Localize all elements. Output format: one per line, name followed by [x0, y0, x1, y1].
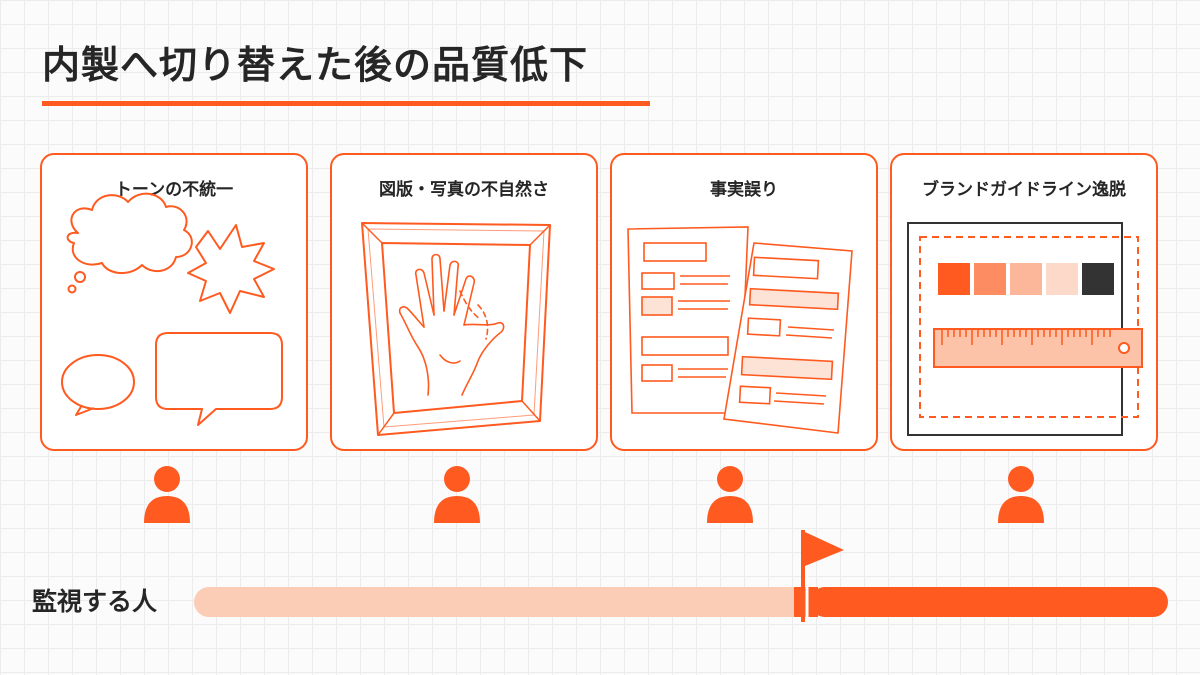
card-factual-errors: 事実誤り	[610, 153, 878, 451]
person-icon	[434, 466, 480, 523]
speech-bubbles-icon	[61, 192, 283, 426]
page-title: 内製へ切り替えた後の品質低下	[42, 43, 589, 87]
person-icon	[707, 466, 753, 523]
card-label: ブランドガイドライン逸脱	[922, 180, 1126, 200]
timeline-label: 監視する人	[32, 587, 158, 616]
flag-icon	[801, 530, 844, 622]
brand-guide-ruler-icon	[907, 222, 1143, 436]
color-swatch	[1046, 263, 1078, 295]
documents-icon	[627, 226, 853, 434]
card-label: トーンの不統一	[114, 180, 234, 200]
title-underline	[42, 101, 650, 106]
card-label: 図版・写真の不自然さ	[379, 180, 549, 200]
timeline-after-segment	[810, 587, 1168, 617]
distorted-hand-picture-icon	[361, 222, 551, 436]
timeline-before-segment	[194, 587, 806, 617]
color-swatch	[974, 263, 1006, 295]
color-swatch	[938, 263, 970, 295]
person-icon	[144, 466, 190, 523]
person-icon	[998, 466, 1044, 523]
card-brand-guideline-deviation: ブランドガイドライン逸脱	[890, 153, 1158, 451]
card-tone-inconsistency: トーンの不統一	[40, 153, 308, 451]
card-unnatural-images: 図版・写真の不自然さ	[330, 153, 598, 451]
color-swatch	[1082, 263, 1114, 295]
card-label: 事実誤り	[710, 180, 778, 200]
color-swatch	[1010, 263, 1042, 295]
